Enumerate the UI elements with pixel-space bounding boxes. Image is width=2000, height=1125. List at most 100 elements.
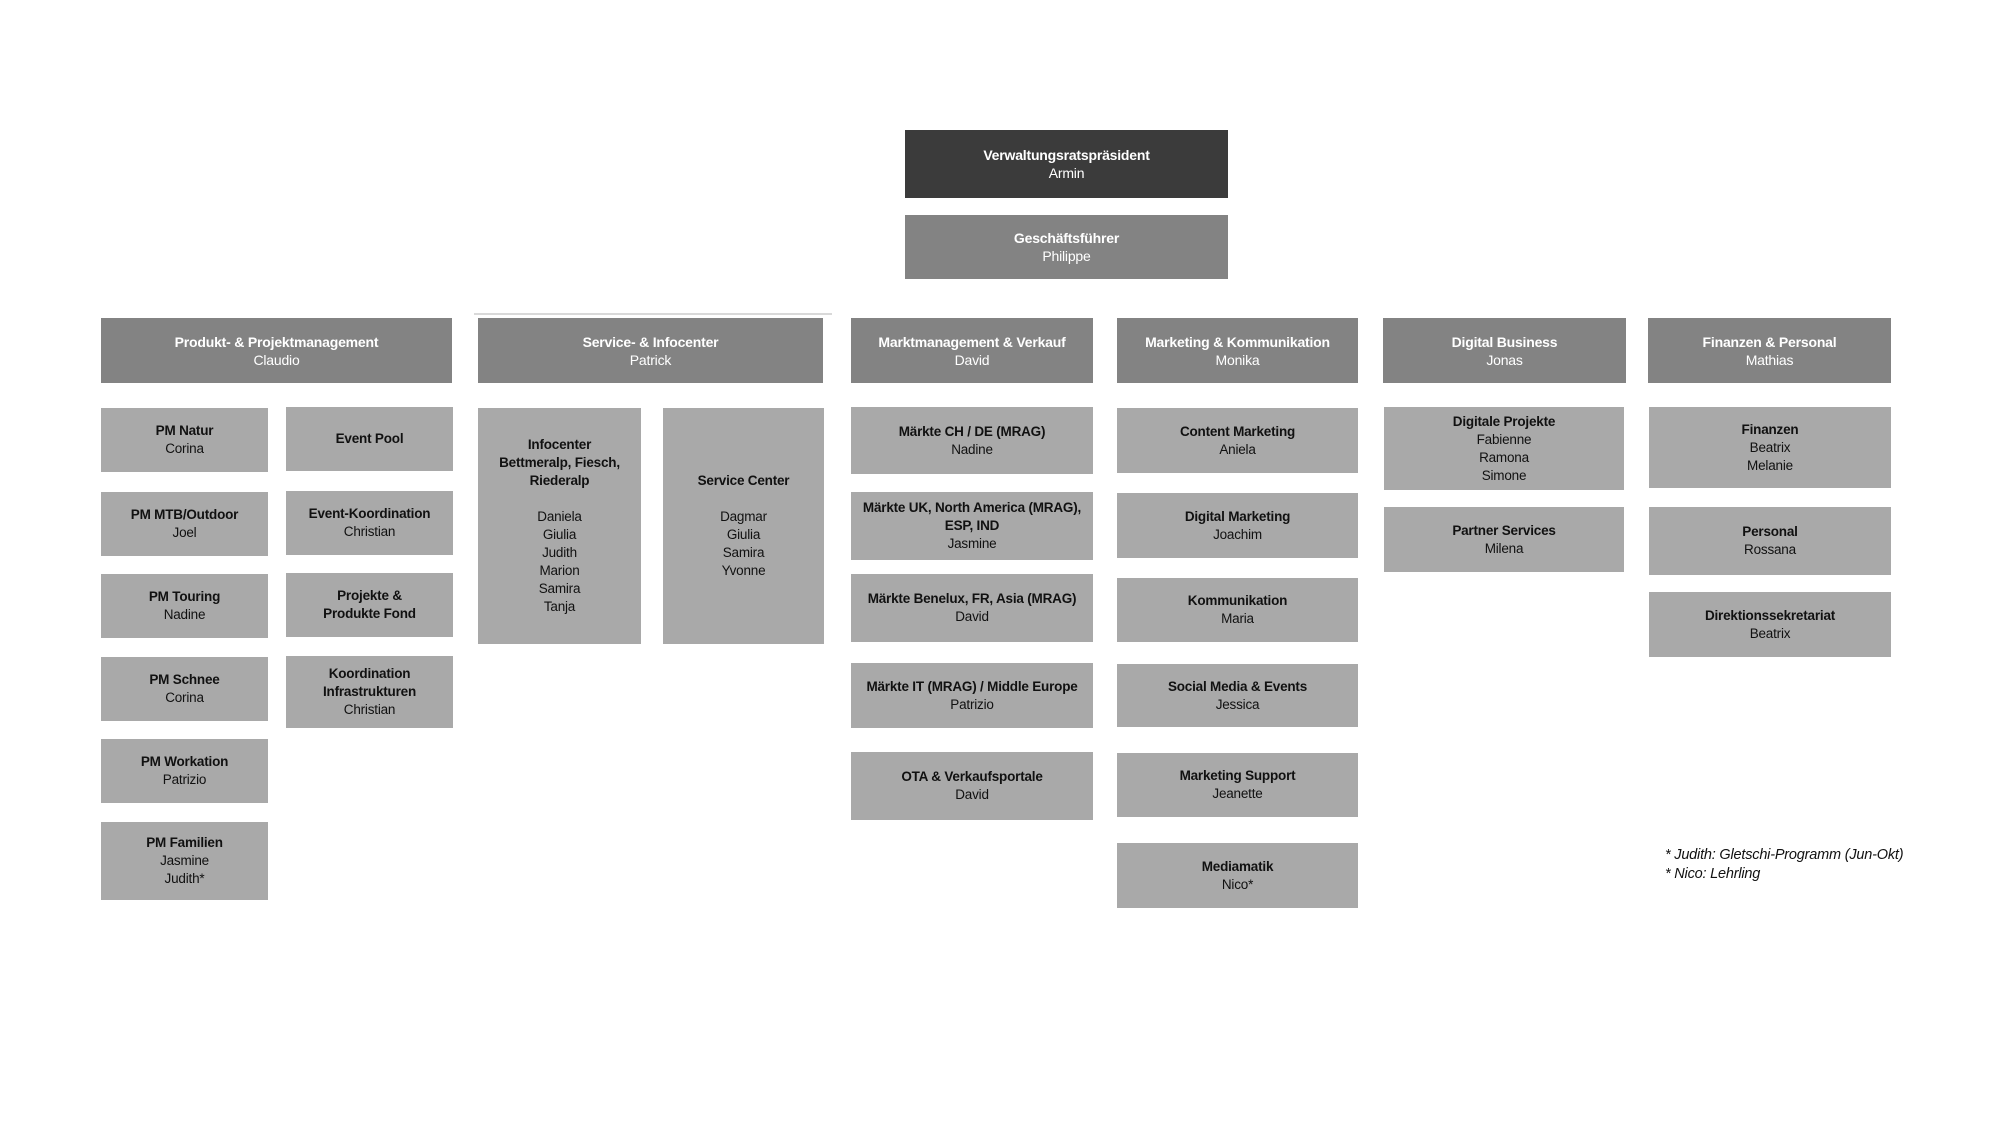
- box-title: Marketing & Kommunikation: [1145, 333, 1330, 350]
- verwaltungsratspraesident-box: Verwaltungsratspräsident Armin: [905, 130, 1228, 198]
- box-title: Märkte UK, North America (MRAG), ESP, IN…: [862, 500, 1082, 533]
- box-names: Patrick: [629, 351, 672, 368]
- box-names: Fabienne Ramona Simone: [1476, 431, 1532, 483]
- box-title: Digital Business: [1451, 333, 1558, 350]
- box-title: Digital Marketing: [1184, 508, 1291, 524]
- box-names: Jasmine: [947, 536, 997, 551]
- box-title: PM Schnee: [149, 672, 220, 687]
- box-names: Jasmine Judith*: [160, 853, 209, 886]
- box-title: Marketing Support: [1179, 768, 1296, 783]
- box-names: Rossana: [1744, 542, 1796, 557]
- box-personal: Personal Rossana: [1649, 507, 1891, 575]
- box-names: Jeanette: [1212, 786, 1263, 801]
- box-names: Patrizio: [162, 772, 207, 787]
- box-title: Event-Koordination: [308, 506, 431, 521]
- box-names: Nico*: [1221, 876, 1254, 892]
- box-title: PM MTB/Outdoor: [130, 507, 239, 522]
- box-digitale-projekte: Digitale Projekte Fabienne Ramona Simone: [1384, 407, 1624, 490]
- footnote: * Judith: Gletschi-Programm (Jun-Okt) * …: [1665, 847, 1904, 882]
- box-title: Personal: [1742, 524, 1798, 539]
- box-content-marketing: Content Marketing Aniela: [1117, 408, 1358, 473]
- box-names: Christian: [343, 702, 396, 717]
- box-names: Nadine: [163, 607, 206, 622]
- box-ota-verkaufsportale: OTA & Verkaufsportale David: [851, 752, 1093, 820]
- box-partner-services: Partner Services Milena: [1384, 507, 1624, 572]
- box-title: Finanzen: [1741, 421, 1799, 437]
- box-pm-schnee: PM Schnee Corina: [101, 657, 268, 721]
- box-names: Christian: [343, 524, 396, 539]
- box-names: Dagmar Giulia Samira Yvonne: [720, 509, 767, 578]
- box-marketing-support: Marketing Support Jeanette: [1117, 753, 1358, 817]
- box-maerkte-benelux-fr-asia: Märkte Benelux, FR, Asia (MRAG) David: [851, 574, 1093, 642]
- box-title: OTA & Verkaufsportale: [901, 769, 1043, 784]
- box-names: Armin: [1048, 165, 1085, 181]
- box-title: PM Familien: [146, 835, 223, 850]
- box-projekte-produkte-fond: Projekte & Produkte Fond: [286, 573, 453, 637]
- box-social-media-events: Social Media & Events Jessica: [1117, 664, 1358, 727]
- box-names: Daniela Giulia Judith Marion Samira Tanj…: [537, 509, 582, 614]
- box-names: Nadine: [951, 441, 993, 457]
- box-service-center: Service Center Dagmar Giulia Samira Yvon…: [663, 408, 824, 644]
- box-names: Jonas: [1486, 351, 1523, 368]
- box-digital-marketing: Digital Marketing Joachim: [1117, 493, 1358, 558]
- box-event-koordination: Event-Koordination Christian: [286, 491, 453, 555]
- box-names: Patrizio: [950, 696, 994, 712]
- box-names: Philippe: [1042, 248, 1091, 264]
- box-names: Milena: [1484, 540, 1524, 556]
- box-koordination-infrastrukturen: Koordination Infrastrukturen Christian: [286, 656, 453, 728]
- box-names: Corina: [165, 441, 204, 456]
- box-title: Verwaltungsratspräsident: [983, 147, 1150, 163]
- box-title: Produkt- & Projektmanagement: [174, 333, 379, 350]
- box-names: Monika: [1215, 351, 1260, 368]
- box-title: Service- & Infocenter: [582, 333, 719, 350]
- box-title: PM Workation: [140, 754, 229, 769]
- box-title: Marktmanagement & Verkauf: [878, 333, 1066, 350]
- box-title: Koordination Infrastrukturen: [322, 666, 417, 699]
- box-title: Digitale Projekte: [1452, 413, 1556, 429]
- decorative-line: [474, 313, 832, 315]
- box-title: Märkte CH / DE (MRAG): [898, 423, 1046, 439]
- box-mediamatik: Mediamatik Nico*: [1117, 843, 1358, 908]
- box-names: David: [955, 609, 989, 624]
- box-pm-workation: PM Workation Patrizio: [101, 739, 268, 803]
- box-pm-touring: PM Touring Nadine: [101, 574, 268, 638]
- dept-marktmanagement-verkauf-header: Marktmanagement & Verkauf David: [851, 318, 1093, 383]
- box-title: Infocenter Bettmeralp, Fiesch, Riederalp: [499, 437, 620, 488]
- box-title: Event Pool: [335, 431, 404, 446]
- dept-service-infocenter-header: Service- & Infocenter Patrick: [478, 318, 823, 383]
- box-title: Märkte IT (MRAG) / Middle Europe: [866, 678, 1078, 694]
- dept-produkt-projektmanagement-header: Produkt- & Projektmanagement Claudio: [101, 318, 452, 383]
- box-title: Finanzen & Personal: [1702, 333, 1837, 350]
- box-pm-familien: PM Familien Jasmine Judith*: [101, 822, 268, 900]
- box-title: Direktionssekretariat: [1704, 607, 1836, 623]
- box-names: David: [955, 787, 989, 802]
- box-kommunikation: Kommunikation Maria: [1117, 578, 1358, 642]
- dept-finanzen-personal-header: Finanzen & Personal Mathias: [1648, 318, 1891, 383]
- box-pm-natur: PM Natur Corina: [101, 408, 268, 472]
- box-title: Partner Services: [1452, 522, 1556, 538]
- box-title: Märkte Benelux, FR, Asia (MRAG): [867, 591, 1077, 606]
- box-title: Kommunikation: [1187, 593, 1288, 608]
- geschaeftsfuehrer-box: Geschäftsführer Philippe: [905, 215, 1228, 279]
- box-maerkte-ch-de: Märkte CH / DE (MRAG) Nadine: [851, 407, 1093, 474]
- box-title: PM Touring: [148, 589, 221, 604]
- box-names: Beatrix: [1749, 625, 1791, 641]
- dept-marketing-kommunikation-header: Marketing & Kommunikation Monika: [1117, 318, 1358, 383]
- box-names: Aniela: [1219, 441, 1256, 457]
- box-title: Geschäftsführer: [1013, 230, 1120, 246]
- box-names: Corina: [165, 690, 204, 705]
- box-names: Claudio: [253, 351, 300, 368]
- box-names: Joel: [172, 525, 197, 540]
- box-title: Mediamatik: [1201, 858, 1274, 874]
- box-maerkte-it-middle-europe: Märkte IT (MRAG) / Middle Europe Patrizi…: [851, 663, 1093, 728]
- box-names: Mathias: [1745, 351, 1794, 368]
- dept-digital-business-header: Digital Business Jonas: [1383, 318, 1626, 383]
- box-names: Joachim: [1213, 526, 1262, 542]
- box-direktionssekretariat: Direktionssekretariat Beatrix: [1649, 592, 1891, 657]
- box-names: Beatrix Melanie: [1747, 439, 1793, 473]
- box-names: David: [954, 351, 990, 368]
- box-event-pool: Event Pool: [286, 407, 453, 471]
- box-pm-mtb-outdoor: PM MTB/Outdoor Joel: [101, 492, 268, 556]
- box-names: Maria: [1221, 611, 1254, 626]
